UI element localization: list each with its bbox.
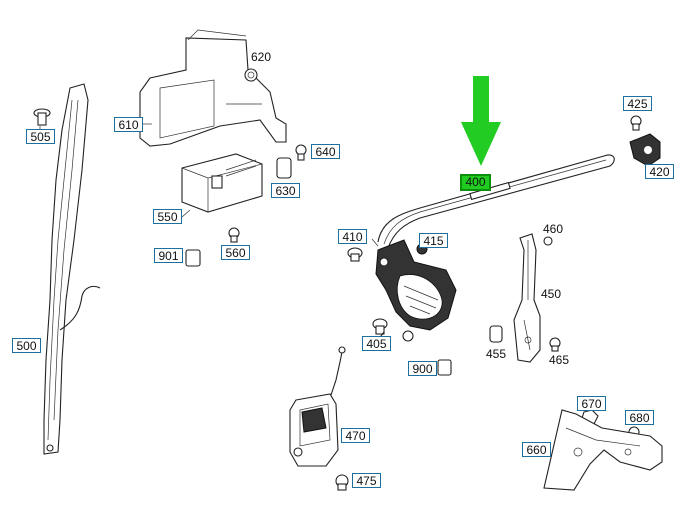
part-455-plate — [489, 325, 503, 343]
part-505-clip — [33, 108, 51, 126]
part-400-cable — [377, 154, 615, 249]
part-405-bolt — [372, 318, 388, 341]
callout-660[interactable]: 660 — [522, 442, 551, 457]
callout-500[interactable]: 500 — [12, 338, 41, 353]
part-475-screw — [335, 474, 349, 491]
part-610-bracket — [139, 29, 287, 147]
part-lock-assembly — [375, 239, 457, 342]
callout-550[interactable]: 550 — [153, 209, 182, 224]
callout-405[interactable]: 405 — [362, 336, 391, 351]
callout-475[interactable]: 475 — [352, 473, 381, 488]
callout-455[interactable]: 455 — [486, 347, 507, 361]
part-410-bolt — [347, 247, 363, 262]
callout-425[interactable]: 425 — [623, 96, 652, 111]
callout-560[interactable]: 560 — [221, 245, 250, 260]
callout-460[interactable]: 460 — [543, 222, 564, 236]
part-425-screw — [630, 115, 642, 131]
part-560-screw — [228, 227, 240, 243]
callout-470[interactable]: 470 — [341, 428, 370, 443]
callout-640[interactable]: 640 — [311, 144, 340, 159]
callout-505[interactable]: 505 — [26, 129, 55, 144]
callout-410[interactable]: 410 — [338, 229, 367, 244]
part-630-plate — [276, 157, 292, 179]
callout-465[interactable]: 465 — [549, 353, 570, 367]
callout-680[interactable]: 680 — [625, 410, 654, 425]
callout-900[interactable]: 900 — [408, 361, 437, 376]
highlight-arrow — [461, 76, 501, 166]
part-460-screw — [543, 236, 553, 246]
callout-610[interactable]: 610 — [114, 117, 143, 132]
part-550-module — [181, 153, 263, 213]
part-660-bracket — [543, 409, 663, 491]
callout-415[interactable]: 415 — [419, 233, 448, 248]
part-465-screw — [549, 337, 561, 352]
callout-400-highlighted[interactable]: 400 — [460, 174, 491, 191]
part-620-nut — [244, 68, 258, 82]
callout-420[interactable]: 420 — [645, 164, 674, 179]
part-901-connector — [185, 249, 201, 267]
part-900-connector — [437, 359, 452, 376]
callout-620[interactable]: 620 — [251, 50, 272, 64]
part-420-handle — [629, 133, 661, 167]
leader-lines — [39, 123, 587, 413]
part-470-actuator — [289, 346, 346, 467]
callout-630[interactable]: 630 — [271, 183, 300, 198]
part-450-rod — [513, 233, 541, 363]
callout-901[interactable]: 901 — [154, 248, 183, 263]
part-500-rail — [43, 83, 101, 455]
callout-670[interactable]: 670 — [577, 396, 606, 411]
callout-450[interactable]: 450 — [541, 287, 562, 301]
part-640-bolt — [295, 144, 307, 161]
